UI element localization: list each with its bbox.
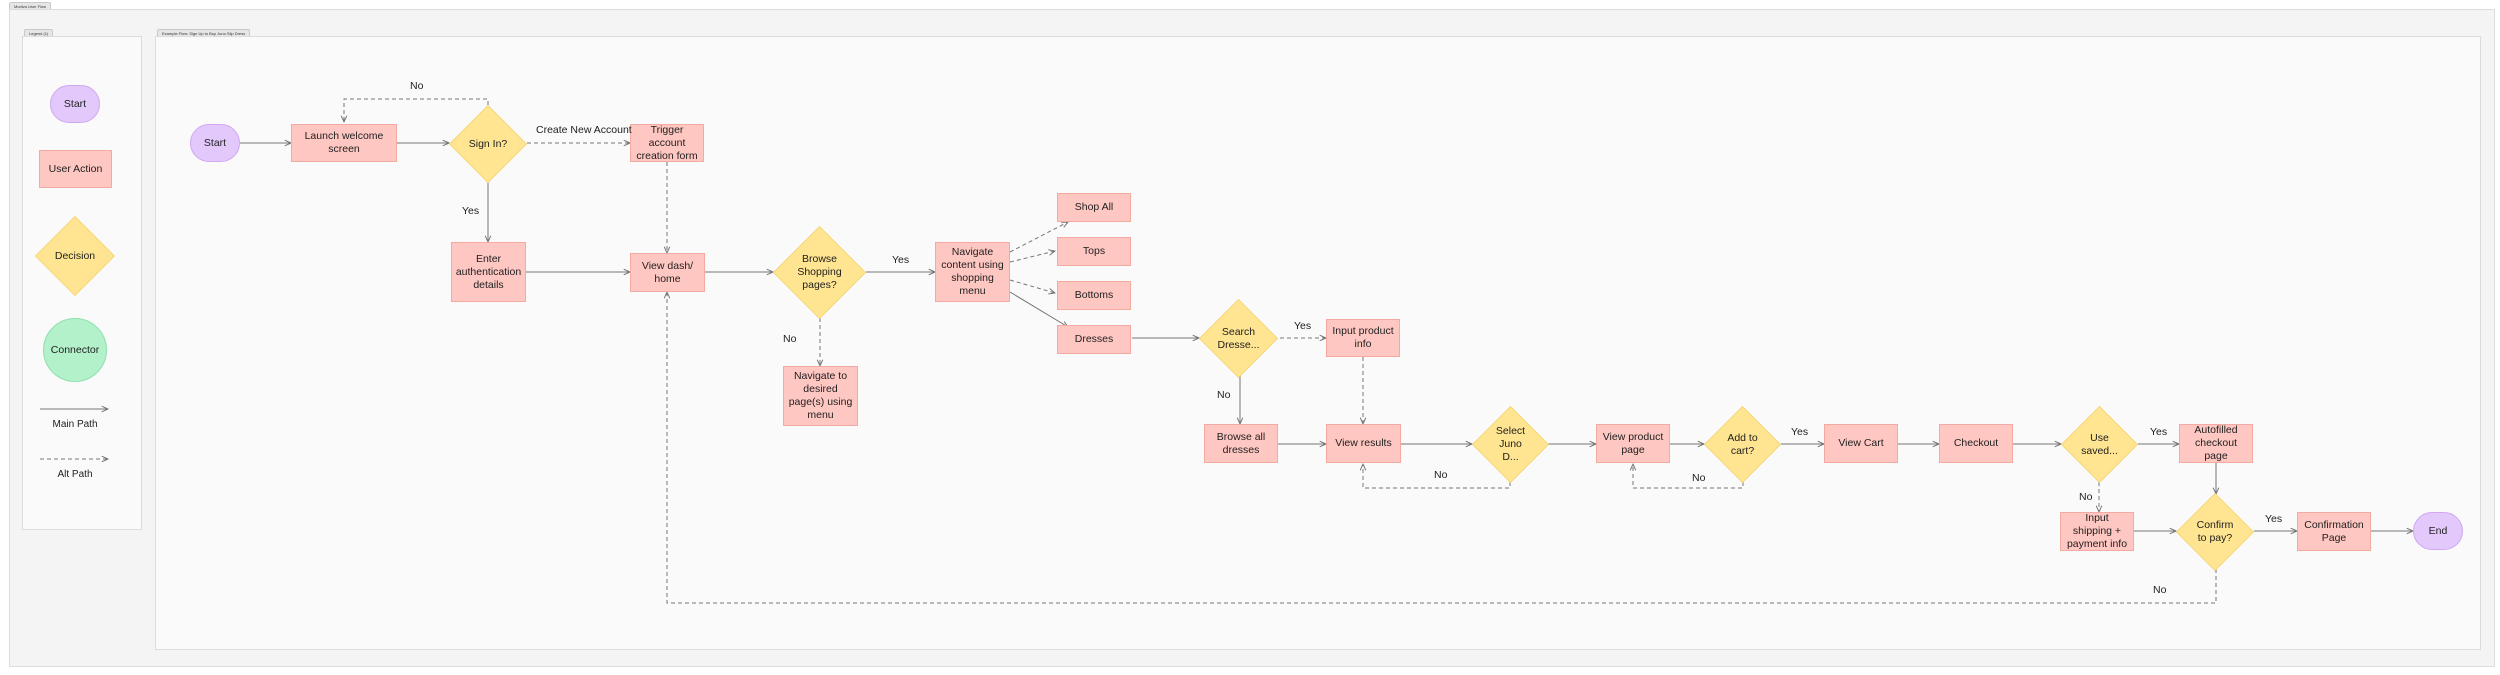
node-view-product-page: View product page [1596,424,1670,463]
node-navigate-content: Navigate content using shopping menu [935,242,1010,302]
decision-add-to-cart: Add to cart? [1704,406,1781,483]
node-tops: Tops [1057,237,1131,266]
legend-decision: Decision [35,216,115,296]
node-view-dash-home: View dash/ home [630,253,705,292]
legend-connector: Connector [43,318,107,382]
legend-user-action: User Action [39,150,112,188]
node-enter-authentication: Enter authentication details [451,242,526,302]
node-input-shipping-payment: Input shipping + payment info [2060,512,2134,551]
node-trigger-account-creation: Trigger account creation form [630,124,704,162]
node-view-results: View results [1326,424,1401,463]
decision-sign-in: Sign In? [449,105,527,183]
node-view-cart: View Cart [1824,424,1898,463]
label-saved-yes: Yes [2150,426,2168,438]
edge-select-no-results [1363,464,1511,489]
edge-navigate-tops [1009,251,1055,263]
label-browse-yes: Yes [892,254,910,266]
node-navigate-desired-pages: Navigate to desired page(s) using menu [783,366,858,426]
node-input-product-info: Input product info [1326,319,1400,357]
edge-navigate-dresses [1009,291,1068,327]
edge-addcart-no-product [1633,464,1744,489]
label-cart-yes: Yes [1791,426,1809,438]
edge-confirm-no-dash [667,292,2217,604]
decision-search-dresses: Search Dresse... [1199,299,1278,378]
label-browse-no: No [783,333,797,345]
node-checkout: Checkout [1939,424,2013,463]
decision-browse-shopping: Browse Shopping pages? [773,226,866,319]
label-select-no: No [1434,469,1448,481]
edge-signin-no-launch [344,98,489,122]
label-search-no: No [1217,389,1231,401]
edge-navigate-shopall [1009,222,1068,253]
node-bottoms: Bottoms [1057,281,1131,310]
node-browse-all-dresses: Browse all dresses [1204,424,1278,463]
node-confirmation-page: Confirmation Page [2297,512,2371,551]
label-confirm-yes: Yes [2265,513,2283,525]
node-shop-all: Shop All [1057,193,1131,222]
label-search-yes: Yes [1294,320,1312,332]
node-launch-welcome-screen: Launch welcome screen [291,124,397,162]
label-sign-in-no: No [410,80,424,92]
decision-use-saved: Use saved... [2061,406,2138,483]
legend-start: Start [50,85,100,123]
legend-main-path-label: Main Path [52,419,98,430]
node-end: End [2413,512,2463,550]
label-cart-no: No [1692,472,1706,484]
label-sign-in-yes: Yes [462,205,480,217]
label-saved-no: No [2079,491,2093,503]
edge-navigate-bottoms [1009,279,1055,293]
node-dresses: Dresses [1057,325,1131,354]
node-start: Start [190,124,240,162]
decision-confirm-to-pay: Confirm to pay? [2176,493,2254,571]
label-confirm-no: No [2153,584,2167,596]
node-autofilled-checkout: Autofilled checkout page [2179,424,2253,463]
decision-select-juno: Select Juno D... [1472,406,1549,483]
label-create-new-account: Create New Account [536,124,632,136]
legend-alt-path-label: Alt Path [57,469,93,480]
